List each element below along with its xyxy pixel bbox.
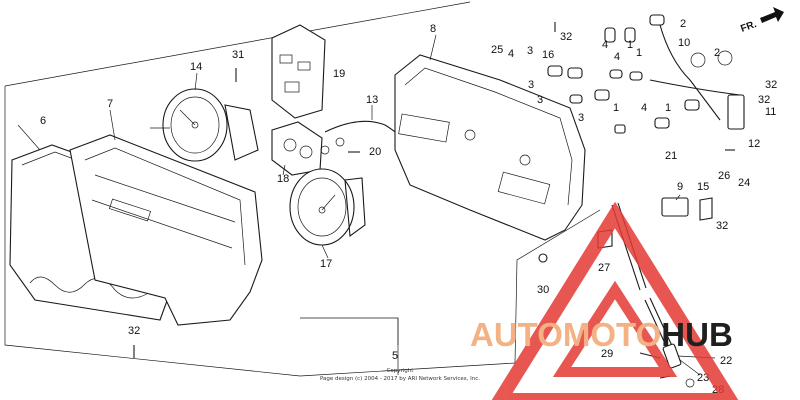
label-8: 8 [430, 23, 436, 35]
label-1-d: 1 [665, 102, 671, 114]
label-7: 7 [107, 98, 113, 110]
label-30: 30 [537, 284, 549, 296]
label-23: 23 [697, 372, 709, 384]
label-15: 15 [697, 181, 709, 193]
label-24: 24 [738, 177, 750, 189]
label-3-d: 3 [578, 112, 584, 124]
label-20: 20 [369, 146, 381, 158]
label-4-d: 4 [641, 102, 647, 114]
svg-text:AUTOMOTOHUB: AUTOMOTOHUB [470, 316, 733, 353]
label-19: 19 [333, 68, 345, 80]
label-2-b: 2 [714, 47, 720, 59]
label-25: 25 [491, 44, 503, 56]
frame-lines [4, 1, 601, 377]
watermark-text: AUTOMOTOHUB [470, 316, 733, 353]
label-32-d: 32 [716, 220, 728, 232]
label-32-a: 32 [560, 31, 572, 43]
label-26: 26 [718, 170, 730, 182]
label-27: 27 [598, 262, 610, 274]
copyright-notice: Copyright Page design (c) 2004 - 2017 by… [320, 368, 480, 382]
label-1-a: 1 [627, 39, 633, 51]
label-29: 29 [601, 348, 613, 360]
label-3-a: 3 [527, 45, 533, 57]
label-12: 12 [748, 138, 760, 150]
label-18: 18 [277, 173, 289, 185]
svg-text:Page design (c) 2004 - 2017 by: Page design (c) 2004 - 2017 by ARI Netwo… [320, 376, 480, 382]
label-5: 5 [392, 350, 398, 362]
label-22: 22 [720, 355, 732, 367]
label-11: 11 [765, 106, 776, 118]
gauge-panel [271, 121, 323, 176]
label-2-a: 2 [680, 18, 686, 30]
label-17: 17 [320, 258, 332, 270]
tachometer [150, 88, 259, 162]
label-6: 6 [40, 115, 46, 127]
part-number-labels: 6 7 14 31 19 8 13 20 18 17 32 25 4 3 16 … [40, 18, 777, 396]
label-4-c: 4 [614, 51, 620, 63]
label-32-e: 32 [128, 325, 140, 337]
front-direction-arrow: FR. [739, 7, 784, 35]
label-21: 21 [665, 150, 677, 162]
visor-mask [69, 134, 263, 326]
label-3-c: 3 [537, 94, 543, 106]
label-10: 10 [678, 37, 690, 49]
label-4-a: 4 [508, 48, 514, 60]
label-13: 13 [366, 94, 378, 106]
label-32-c: 32 [758, 94, 770, 106]
watermark-logo [491, 201, 739, 400]
label-1-c: 1 [613, 102, 619, 114]
label-1-b: 1 [636, 47, 642, 59]
label-3-b: 3 [528, 79, 534, 91]
svg-text:FR.: FR. [739, 19, 758, 35]
label-32-b: 32 [765, 79, 777, 91]
label-9: 9 [677, 181, 683, 193]
speedometer [289, 168, 366, 246]
bulb-sockets [547, 14, 745, 134]
meter-case [394, 54, 586, 241]
brackets-right [661, 197, 713, 221]
label-4-b: 4 [602, 39, 608, 51]
printed-circuit [271, 24, 326, 119]
svg-text:Copyright: Copyright [387, 368, 415, 374]
label-31: 31 [232, 49, 244, 61]
label-14: 14 [190, 61, 202, 73]
label-16: 16 [542, 49, 554, 61]
